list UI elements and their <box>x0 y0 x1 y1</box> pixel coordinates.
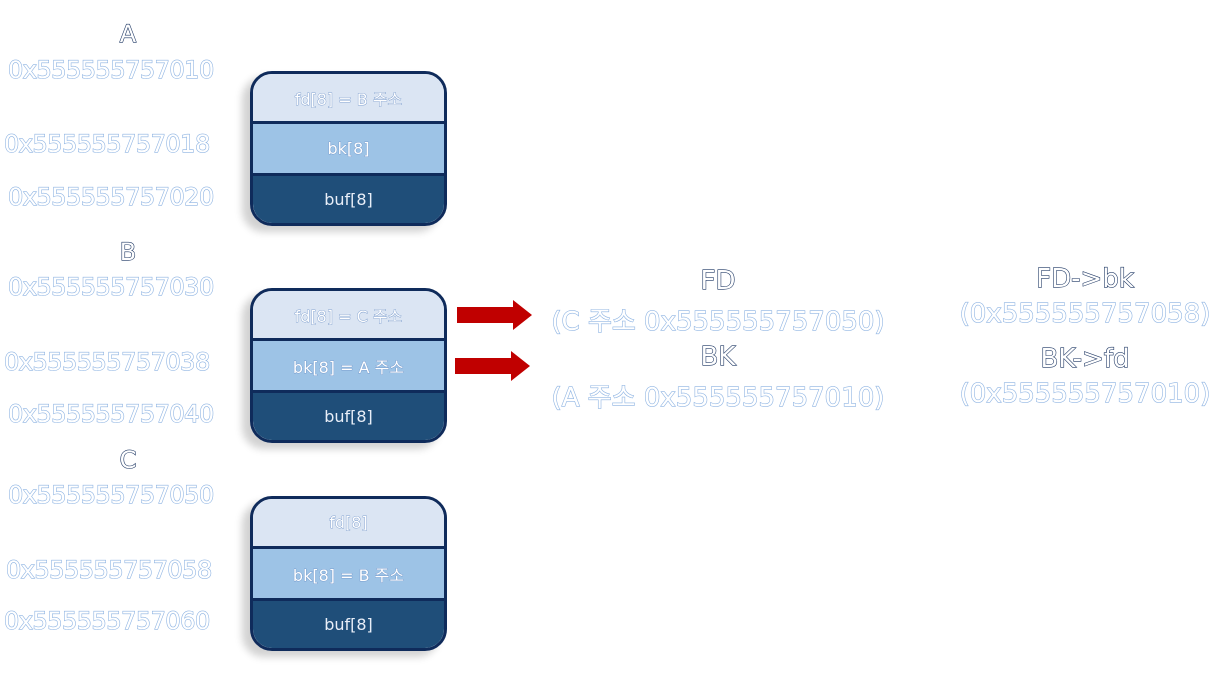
chunk-a-addr-fd: 0x555555757010 <box>7 55 214 84</box>
chunk-c-bk-text: bk[8] = B 주소 <box>292 565 405 585</box>
chunk-b-fd-cell: fd[8] = C 주소 <box>253 291 444 341</box>
fd-bk-value: (0x555555757058) <box>959 298 1211 329</box>
chunk-b-fd-text: fd[8] = C 주소 <box>294 306 403 326</box>
fd-value: (C 주소 0x555555757050) <box>551 306 885 337</box>
chunk-a-box: fd[8] = B 주소 bk[8] buf[8] <box>250 71 447 226</box>
bk-arrow-icon <box>455 351 530 381</box>
chunk-c-addr-buf: 0x555555757060 <box>3 606 210 635</box>
chunk-a-addr-buf: 0x555555757020 <box>7 182 214 211</box>
chunk-c-buf-text: buf[8] <box>324 615 373 634</box>
chunk-b-box: fd[8] = C 주소 bk[8] = A 주소 buf[8] <box>250 288 447 443</box>
chunk-a-bk-cell: bk[8] <box>253 124 444 176</box>
chunk-b-buf-cell: buf[8] <box>253 393 444 440</box>
chunk-a-buf-text: buf[8] <box>324 190 373 209</box>
chunk-a-label: A <box>119 19 137 48</box>
chunk-b-addr-fd: 0x555555757030 <box>7 272 214 301</box>
chunk-c-label: C <box>119 445 137 474</box>
chunk-b-label: B <box>119 237 137 266</box>
bk-fd-title: BK->fd <box>1040 343 1130 374</box>
chunk-b-buf-text: buf[8] <box>324 407 373 426</box>
chunk-b-addr-buf: 0x555555757040 <box>7 399 214 428</box>
chunk-b-addr-bk: 0x555555757038 <box>3 347 210 376</box>
chunk-a-bk-text: bk[8] <box>327 139 370 159</box>
fd-bk-title: FD->bk <box>1036 263 1135 294</box>
chunk-a-fd-cell: fd[8] = B 주소 <box>253 74 444 124</box>
chunk-c-box: fd[8] bk[8] = B 주소 buf[8] <box>250 496 447 651</box>
chunk-c-buf-cell: buf[8] <box>253 601 444 648</box>
chunk-a-buf-cell: buf[8] <box>253 176 444 223</box>
chunk-b-bk-text: bk[8] = A 주소 <box>292 357 405 377</box>
bk-fd-value: (0x555555757010) <box>959 378 1211 409</box>
chunk-c-addr-bk: 0x555555757058 <box>5 555 212 584</box>
bk-title: BK <box>700 341 736 372</box>
chunk-a-fd-text: fd[8] = B 주소 <box>294 89 403 109</box>
chunk-c-bk-cell: bk[8] = B 주소 <box>253 549 444 601</box>
fd-title: FD <box>700 265 736 296</box>
chunk-c-fd-cell: fd[8] <box>253 499 444 549</box>
chunk-c-addr-fd: 0x555555757050 <box>7 480 214 509</box>
chunk-c-fd-text: fd[8] <box>329 513 368 533</box>
chunk-a-addr-bk: 0x555555757018 <box>3 129 210 158</box>
fd-arrow-icon <box>457 300 532 330</box>
chunk-b-bk-cell: bk[8] = A 주소 <box>253 341 444 393</box>
bk-value: (A 주소 0x555555757010) <box>551 382 885 413</box>
